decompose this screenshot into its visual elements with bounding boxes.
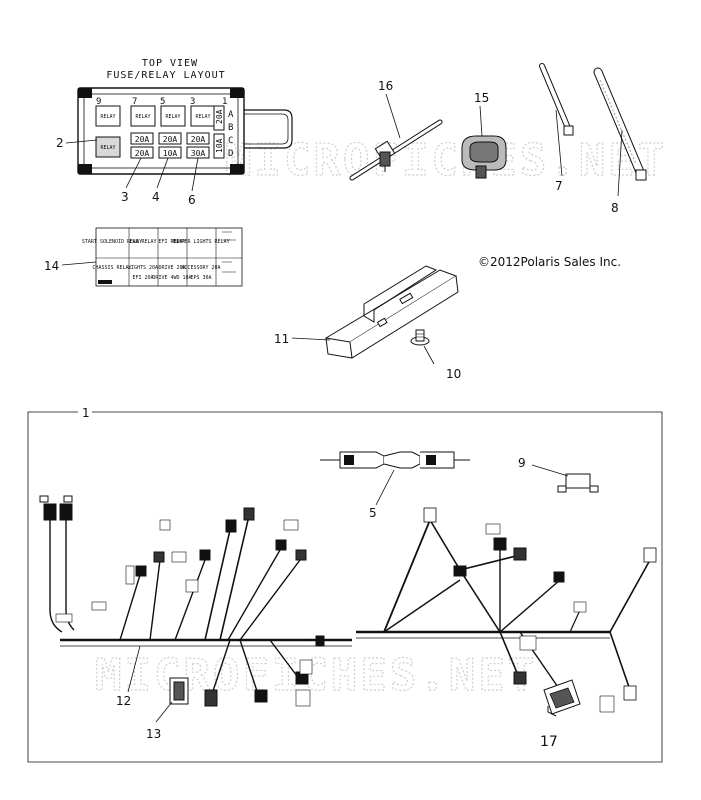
legend-cell-1-0: CHASSIS RELAY	[92, 265, 131, 271]
slot-number-3: 3	[190, 97, 195, 107]
svg-text:MICROFICHES.NET: MICROFICHES.NET	[225, 135, 667, 186]
relay-label-3: RELAY	[165, 114, 180, 120]
callout-1: 1	[82, 406, 90, 420]
callout-6: 6	[188, 193, 196, 207]
fuse-label-3: 20A	[191, 135, 206, 144]
legend-cell-0-1: FAN RELAY	[129, 239, 156, 245]
callout-12: 12	[116, 694, 131, 708]
callout-3: 3	[121, 190, 129, 204]
callout-4: 4	[152, 190, 160, 204]
connector-part-13	[169, 677, 189, 705]
relay-label-1: RELAY	[100, 114, 115, 120]
row-letter-b: B	[228, 123, 233, 133]
side-fuse-label-1: 20A	[215, 109, 224, 124]
callout-17: 17	[540, 734, 558, 750]
watermark-upper: MICROFICHES.NET	[224, 134, 667, 186]
relay-label-5: RELAY	[100, 145, 115, 151]
fuse-box-title-line2: FUSE/RELAY LAYOUT	[106, 70, 225, 81]
copyright-notice: ©2012Polaris Sales Inc.	[478, 255, 621, 269]
row-letter-a: A	[228, 110, 234, 120]
connector-part-9	[557, 473, 599, 493]
legend-cell-0-3: BUMPER LIGHTS RELAY	[172, 239, 229, 245]
slot-number-1: 1	[222, 97, 227, 107]
legend-cell-0-0: START SOLENOID RELAY	[82, 239, 142, 245]
harness-frame	[27, 411, 663, 763]
connector-part-17	[543, 679, 581, 717]
cable-tie-large-part-8	[593, 67, 647, 181]
side-fuse-label-2: 10A	[215, 138, 224, 153]
slot-number-5: 5	[160, 97, 165, 107]
grommet-part-15	[461, 135, 507, 179]
row-letter-d: D	[228, 149, 233, 159]
callout-13: 13	[146, 727, 161, 741]
fuse-legend-table: START SOLENOID RELAY FAN RELAY EFI RELAY…	[82, 227, 243, 287]
callout-5: 5	[369, 506, 377, 520]
legend-cell-2-3: EPS 30A	[190, 275, 211, 281]
relay-label-4: RELAY	[195, 114, 210, 120]
fuse-box-title-line1: TOP VIEW	[142, 58, 198, 69]
callout-15: 15	[474, 91, 489, 105]
fuse-label-2: 20A	[163, 135, 178, 144]
wiring-harness-right	[356, 507, 657, 713]
row-letter-c: C	[228, 136, 233, 146]
legend-cell-2-2: DRIVE 4WD 10A	[152, 275, 191, 281]
watermark-lower: MICROFICHES.NET	[94, 649, 537, 701]
legend-cell-0-2: EFI RELAY	[158, 239, 185, 245]
fuse-relay-box: TOP VIEW FUSE/RELAY LAYOUT 9 7 5 3 1 REL…	[77, 58, 293, 175]
bracket-part-11	[324, 265, 459, 359]
inline-connector-part-5	[320, 451, 470, 469]
wire-clip-part-16	[349, 119, 443, 181]
callout-10: 10	[446, 367, 461, 381]
fuse-label-6: 30A	[191, 149, 206, 158]
callout-11: 11	[274, 332, 289, 346]
wiring-harness-left	[39, 495, 352, 707]
callout-8: 8	[611, 201, 619, 215]
fuse-label-1: 20A	[135, 135, 150, 144]
slot-number-7: 7	[132, 97, 137, 107]
callout-16: 16	[378, 79, 393, 93]
callout-2: 2	[56, 136, 64, 150]
legend-cell-2-1: EFI 20A	[132, 275, 153, 281]
callout-14: 14	[44, 259, 59, 273]
legend-cell-1-3: ACCESSORY 20A	[181, 265, 220, 271]
cable-tie-small-part-7	[539, 63, 574, 136]
callout-7: 7	[555, 179, 563, 193]
relay-label-2: RELAY	[135, 114, 150, 120]
screw-part-10	[410, 329, 430, 346]
legend-cell-1-2: DRIVE 20A	[158, 265, 185, 271]
svg-text:MICROFICHES.NET: MICROFICHES.NET	[95, 650, 537, 701]
legend-cell-1-1: LIGHTS 20A	[128, 265, 158, 271]
callout-9: 9	[518, 456, 526, 470]
fuse-label-4: 20A	[135, 149, 150, 158]
slot-number-9: 9	[96, 97, 101, 107]
fuse-label-5: 10A	[163, 149, 178, 158]
